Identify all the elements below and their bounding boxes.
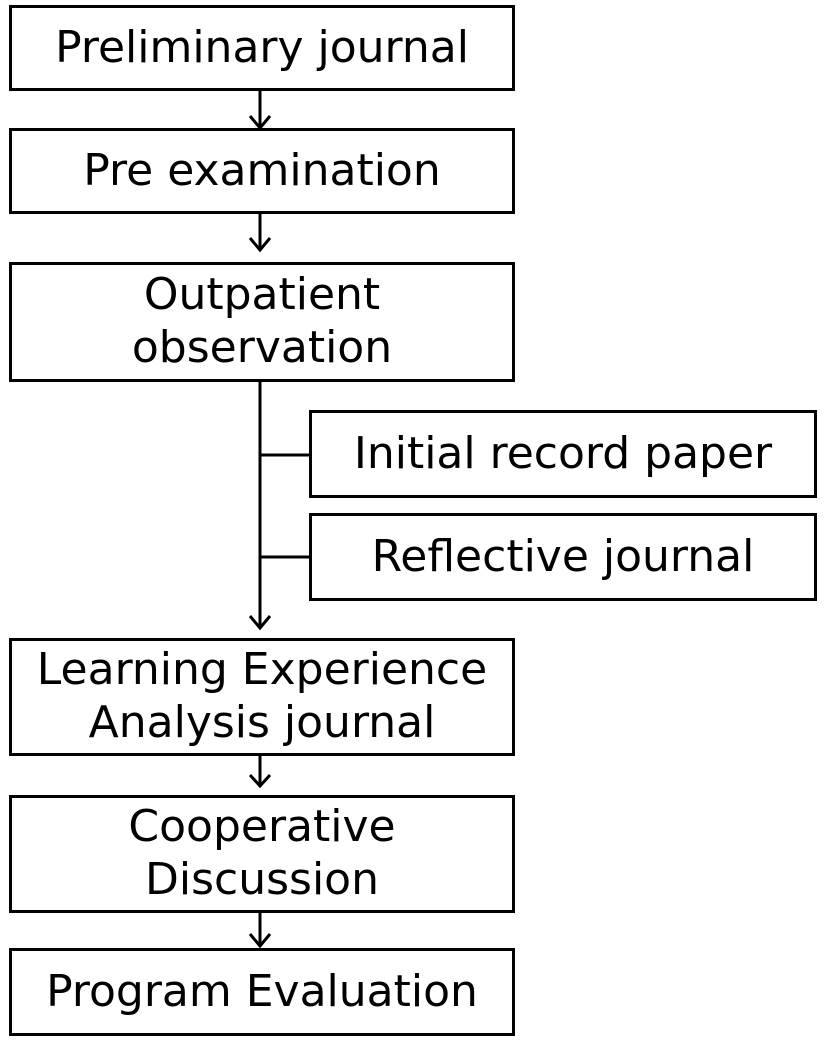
step-label: Outpatient observation xyxy=(131,269,393,373)
step-label: Program Evaluation xyxy=(46,965,478,1017)
step-pre-examination: Pre examination xyxy=(9,128,515,214)
side-initial-record-paper: Initial record paper xyxy=(309,410,817,498)
side-label: Initial record paper xyxy=(353,427,773,479)
step-program-evaluation: Program Evaluation xyxy=(9,948,515,1036)
step-learning-experience-analysis-journal: Learning Experience Analysis journal xyxy=(9,638,515,756)
step-cooperative-discussion: Cooperative Discussion xyxy=(9,795,515,913)
arrow-3-head xyxy=(248,615,272,631)
side-reflective-journal: Reflective journal xyxy=(309,513,817,601)
step-outpatient-observation: Outpatient observation xyxy=(9,262,515,382)
arrow-2-head xyxy=(248,237,272,253)
step-label: Preliminary journal xyxy=(55,21,469,73)
arrow-5-head xyxy=(248,933,272,949)
step-preliminary-journal: Preliminary journal xyxy=(9,5,515,91)
step-label: Cooperative Discussion xyxy=(128,801,396,905)
step-label: Learning Experience Analysis journal xyxy=(36,644,488,748)
step-label: Pre examination xyxy=(83,144,441,196)
arrow-4-head xyxy=(248,773,272,789)
side-label: Reflective journal xyxy=(371,530,755,582)
